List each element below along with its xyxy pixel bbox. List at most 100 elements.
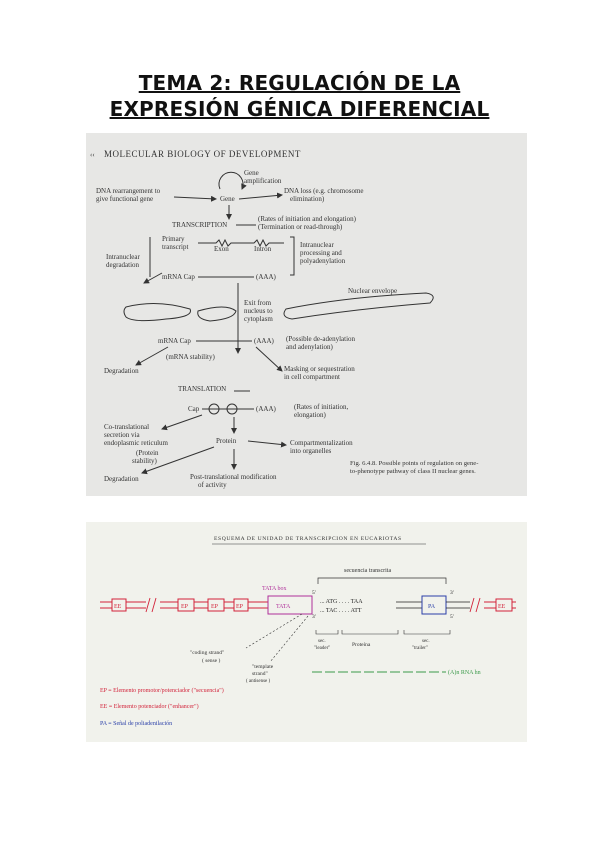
break-mark-1 bbox=[145, 597, 157, 613]
translation-label: TRANSLATION bbox=[178, 385, 226, 393]
title-line-1: TEMA 2: REGULACIÓN DE LA bbox=[138, 71, 461, 95]
primary-transcript-line1: Primary bbox=[162, 235, 185, 243]
legend-item-ep: EP ≡ Elemento promotor/potenciador ("sec… bbox=[100, 687, 224, 694]
page-marker: ‹‹ bbox=[90, 151, 95, 159]
ep-box-2 bbox=[207, 598, 225, 612]
primary-transcript-line2: transcript bbox=[162, 243, 188, 251]
aaa-2: (AAA) bbox=[254, 337, 274, 345]
coding-strand-pointer bbox=[245, 613, 303, 649]
protein-label: Protein bbox=[216, 437, 237, 445]
nuclear-envelope-label: Nuclear envelope bbox=[348, 287, 397, 295]
coding-strand-line1: "coding strand" bbox=[190, 650, 224, 656]
three-prime-top: 3' bbox=[450, 590, 454, 596]
ep-box-1 bbox=[177, 598, 195, 612]
polya-box bbox=[421, 595, 447, 615]
ee-box-left bbox=[111, 598, 127, 612]
exit-line3: cytoplasm bbox=[244, 315, 273, 323]
intranuclear-degradation-line1: Intranuclear bbox=[106, 253, 140, 261]
arrow-rearrangement bbox=[173, 195, 217, 202]
sequence-bottom: ... TAC . . . . ATT bbox=[320, 608, 362, 614]
deadenylation-line1: (Possible de-adenylation bbox=[286, 335, 356, 343]
ep-box-3 bbox=[233, 598, 249, 612]
intranuclear-degradation-line2: degradation bbox=[106, 261, 140, 269]
figure-transcription-unit: ESQUEMA DE UNIDAD DE TRANSCRIPCION EN EU… bbox=[86, 522, 527, 742]
deadenylation-line2: and adenylation) bbox=[286, 343, 334, 351]
ep-1-label: EP bbox=[181, 604, 189, 610]
tata-box-label: TATA box bbox=[262, 586, 287, 592]
gene-regulation-svg: MOLECULAR BIOLOGY OF DEVELOPMENT ‹‹ Gene… bbox=[90, 149, 478, 489]
figure-gene-regulation-diagram: MOLECULAR BIOLOGY OF DEVELOPMENT ‹‹ Gene… bbox=[86, 133, 527, 496]
proteina-label: Proteína bbox=[352, 642, 371, 648]
dna-rearrangement-line2: give functional gene bbox=[96, 195, 153, 203]
page-title: TEMA 2: REGULACIÓN DE LA EXPRESIÓN GÉNIC… bbox=[0, 70, 599, 122]
arrow-degradation-2 bbox=[135, 346, 169, 366]
nuclear-pore-middle bbox=[197, 306, 237, 322]
dna-rearrangement-line1: DNA rearrangement to bbox=[96, 187, 161, 195]
mrna-stability-label: (mRNA stability) bbox=[166, 353, 215, 361]
ep-3-label: EP bbox=[236, 604, 244, 610]
rates-line2: (Termination or read-through) bbox=[258, 223, 343, 231]
compartment-line1: Compartmentalization bbox=[290, 439, 353, 447]
cotranslational-line3: endoplasmic reticulum bbox=[104, 439, 169, 447]
coding-strand-line2: ( sense ) bbox=[202, 657, 220, 664]
transcription-label: TRANSCRIPTION bbox=[172, 221, 227, 229]
exit-line2: nucleus to bbox=[244, 307, 273, 315]
ee-box-right bbox=[495, 598, 513, 612]
break-mark-2 bbox=[469, 597, 481, 613]
arrow-cotranslational bbox=[161, 414, 203, 431]
three-prime-bottom: 3' bbox=[312, 614, 316, 620]
processing-line1: Intranuclear bbox=[300, 241, 334, 249]
protein-stability-line1: (Protein bbox=[136, 449, 159, 457]
arrow-dna-loss bbox=[238, 192, 283, 200]
leader-line1: sec. bbox=[318, 639, 326, 644]
protein-stability-line2: stability) bbox=[132, 457, 158, 465]
caption-line2: to-phenotype pathway of class II nuclear… bbox=[350, 468, 476, 475]
mrna-cap-1: mRNA Cap bbox=[162, 273, 195, 281]
trailer-bracket bbox=[403, 630, 451, 635]
arrow-degradation-3 bbox=[141, 446, 215, 475]
processing-bracket bbox=[290, 236, 295, 276]
post-translational-line2: of activity bbox=[198, 481, 227, 489]
compartment-line2: into organelles bbox=[290, 447, 332, 455]
sequence-top: ... ATG . . . . TAA bbox=[320, 599, 363, 605]
arrow-degradation-1 bbox=[143, 272, 163, 284]
cotranslational-line2: secretion via bbox=[104, 431, 140, 439]
ee-right-label: EE bbox=[498, 604, 506, 610]
exit-line1: Exit from bbox=[244, 299, 272, 307]
gene-label: Gene bbox=[220, 195, 235, 203]
ribosome-1 bbox=[208, 403, 220, 415]
rates-line1: (Rates of initiation and elongation) bbox=[258, 215, 357, 223]
ep-2-label: EP bbox=[211, 604, 219, 610]
leader-bracket bbox=[315, 630, 339, 635]
nuclear-pore-left bbox=[123, 302, 191, 322]
gene-amplification-line2: amplification bbox=[244, 177, 282, 185]
cotranslational-line1: Co-translational bbox=[104, 423, 149, 431]
five-prime-bottom: 5' bbox=[450, 614, 454, 620]
degradation-1: Degradation bbox=[104, 367, 139, 375]
cap-label: Cap bbox=[188, 405, 200, 413]
rates2-line1: (Rates of initiation, bbox=[294, 403, 348, 411]
transcription-unit-svg: ESQUEMA DE UNIDAD DE TRANSCRIPCION EN EU… bbox=[100, 536, 516, 727]
trailer-line1: sec. bbox=[422, 639, 430, 644]
dna-loss-line1: DNA loss (e.g. chromosome bbox=[284, 187, 364, 195]
tata-box bbox=[267, 595, 313, 615]
running-head: MOLECULAR BIOLOGY OF DEVELOPMENT bbox=[104, 149, 301, 159]
caption-line1: Fig. 6.4.8. Possible points of regulatio… bbox=[350, 460, 478, 467]
arrow-compartment bbox=[247, 440, 287, 448]
exon-label: Exon bbox=[214, 245, 229, 253]
gene-amplification-line1: Gene bbox=[244, 169, 259, 177]
ee-left-label: EE bbox=[114, 604, 122, 610]
aaa-3: (AAA) bbox=[256, 405, 276, 413]
arrow-masking bbox=[255, 346, 283, 372]
dna-loss-line2: elimination) bbox=[290, 195, 325, 203]
scheme-heading: ESQUEMA DE UNIDAD DE TRANSCRIPCION EN EU… bbox=[214, 536, 402, 542]
processing-line2: processing and bbox=[300, 249, 342, 257]
five-prime-top: 5' bbox=[312, 590, 316, 596]
rates2-line2: elongation) bbox=[294, 411, 327, 419]
template-strand-line1: "template bbox=[252, 664, 274, 670]
aaa-1: (AAA) bbox=[256, 273, 276, 281]
legend-item-pa: PA ≡ Señal de poliadenilación bbox=[100, 721, 172, 727]
trailer-line2: "trailer" bbox=[412, 646, 428, 651]
leader-line2: "leader" bbox=[314, 646, 330, 651]
ribosome-2 bbox=[226, 403, 238, 415]
